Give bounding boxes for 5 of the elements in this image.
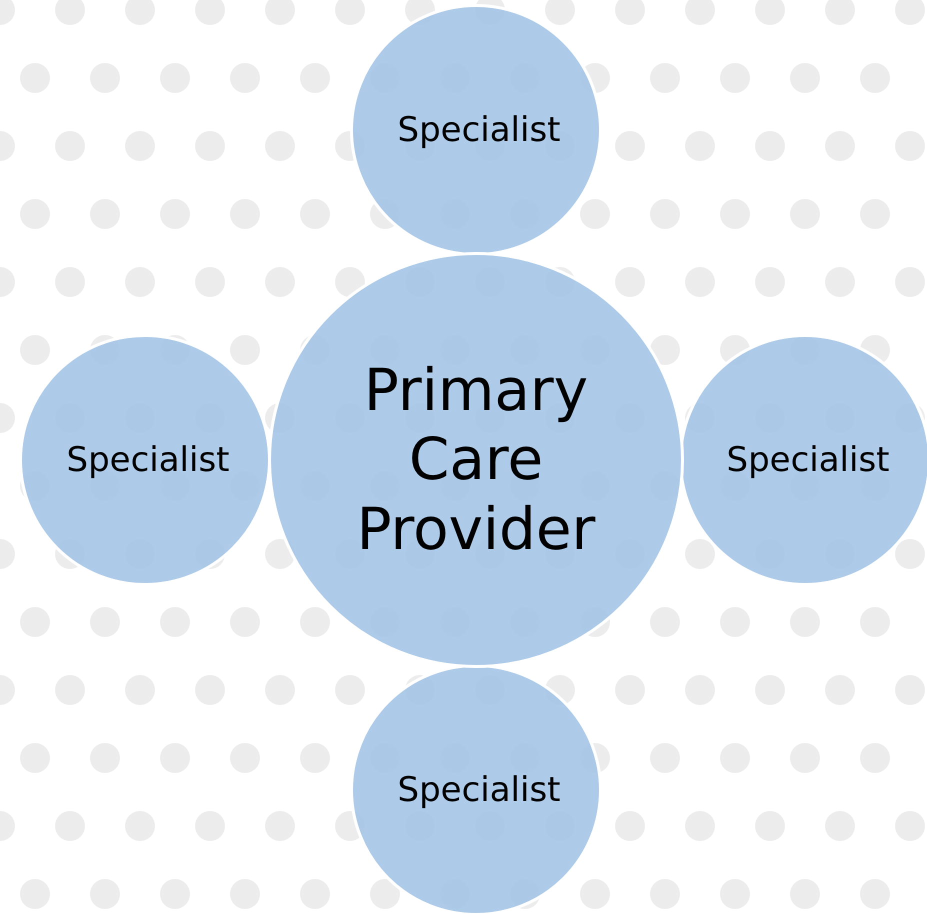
node-label: Specialist bbox=[66, 440, 230, 480]
node-label: Specialist bbox=[726, 440, 890, 480]
node-label: Specialist bbox=[396, 770, 562, 810]
node-label: Primary Care Provider bbox=[356, 356, 596, 564]
node-label: Specialist bbox=[396, 110, 562, 150]
